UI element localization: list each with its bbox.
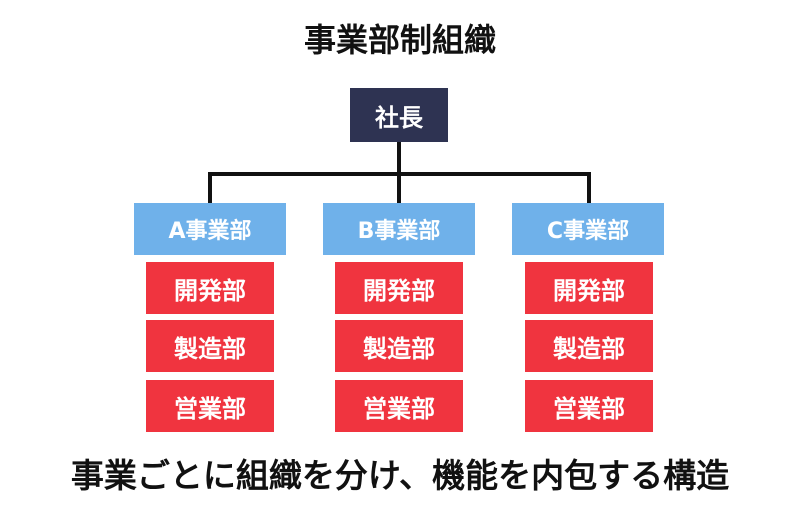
- division-b-dept-sales: 営業部: [335, 380, 463, 432]
- division-a-dept-mfg: 製造部: [146, 320, 274, 372]
- division-c-dept-mfg: 製造部: [525, 320, 653, 372]
- division-c-box: C事業部: [512, 203, 664, 255]
- division-a-dept-dev: 開発部: [146, 262, 274, 314]
- division-b-dept-mfg: 製造部: [335, 320, 463, 372]
- division-a-box: A事業部: [134, 203, 286, 255]
- division-a-dept-sales: 営業部: [146, 380, 274, 432]
- chart-caption: 事業ごとに組織を分け、機能を内包する構造: [70, 456, 730, 495]
- president-box: 社長: [350, 88, 448, 142]
- division-b-dept-dev: 開発部: [335, 262, 463, 314]
- chart-title: 事業部制組織: [303, 21, 496, 59]
- division-b-box: B事業部: [323, 203, 475, 255]
- division-c-dept-dev: 開発部: [525, 262, 653, 314]
- division-c-dept-sales: 営業部: [525, 380, 653, 432]
